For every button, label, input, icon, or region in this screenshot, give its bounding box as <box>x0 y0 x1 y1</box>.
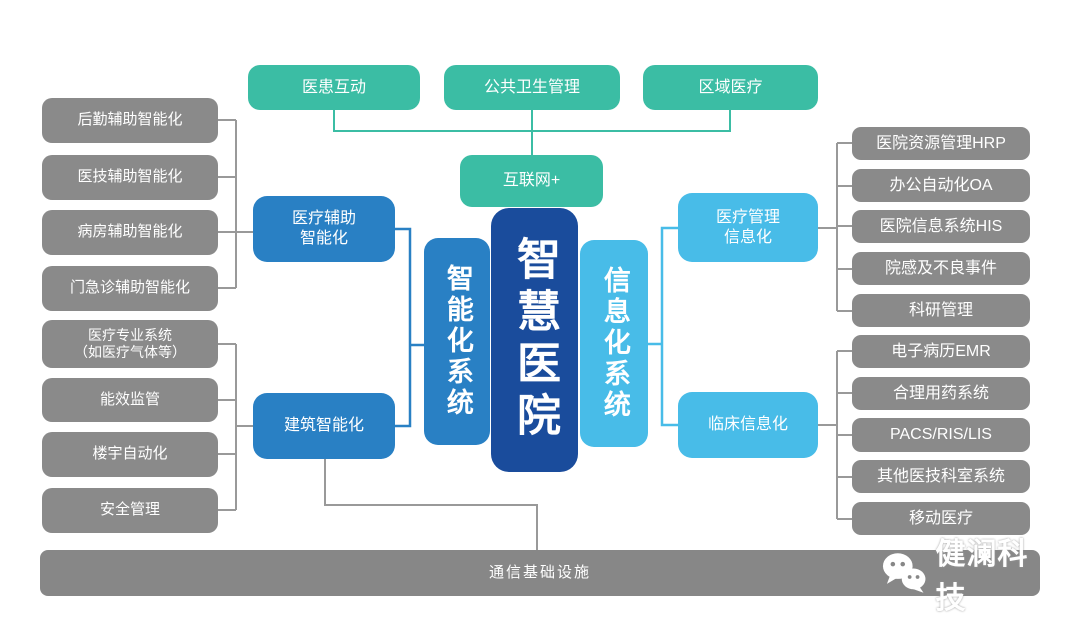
wechat-icon <box>882 553 926 593</box>
node-smart-hospital: 智慧医院 <box>491 208 578 472</box>
node-his: 医院信息系统HIS <box>852 210 1030 243</box>
node-emr: 电子病历EMR <box>852 335 1030 368</box>
node-other-medtech-systems: 其他医技科室系统 <box>852 460 1030 493</box>
node-mobile-healthcare: 移动医疗 <box>852 502 1030 535</box>
node-security-management: 安全管理 <box>42 488 218 533</box>
node-building-intelligence: 建筑智能化 <box>253 393 395 459</box>
node-oa: 办公自动化OA <box>852 169 1030 202</box>
node-public-health-management: 公共卫生管理 <box>444 65 620 110</box>
node-logistics-assist-intelligence: 后勤辅助智能化 <box>42 98 218 143</box>
node-energy-monitoring: 能效监管 <box>42 378 218 422</box>
node-medical-assist-intelligence: 医疗辅助 智能化 <box>253 196 395 262</box>
node-information-system: 信息化系统 <box>580 240 648 447</box>
node-clinical-informatization: 临床信息化 <box>678 392 818 458</box>
node-internet-plus: 互联网+ <box>460 155 603 207</box>
node-building-automation: 楼宇自动化 <box>42 432 218 477</box>
node-hrp: 医院资源管理HRP <box>852 127 1030 160</box>
node-medical-professional-systems: 医疗专业系统 （如医疗气体等） <box>42 320 218 368</box>
node-medtech-assist-intelligence: 医技辅助智能化 <box>42 155 218 200</box>
node-adverse-events: 院感及不良事件 <box>852 252 1030 285</box>
node-rational-drug-use: 合理用药系统 <box>852 377 1030 410</box>
node-doctor-patient-interaction: 医患互动 <box>248 65 420 110</box>
node-pacs-ris-lis: PACS/RIS/LIS <box>852 418 1030 452</box>
node-regional-healthcare: 区域医疗 <box>643 65 818 110</box>
node-ward-assist-intelligence: 病房辅助智能化 <box>42 210 218 255</box>
node-medical-management-informatization: 医疗管理 信息化 <box>678 193 818 262</box>
node-communication-infrastructure: 通信基础设施 <box>40 550 1040 596</box>
node-research-management: 科研管理 <box>852 294 1030 327</box>
brand-watermark: 健澜科技 <box>880 538 1058 615</box>
brand-name: 健澜科技 <box>935 538 1029 615</box>
node-outpatient-emergency-assist-intelligence: 门急诊辅助智能化 <box>42 266 218 311</box>
node-intelligent-system: 智能化系统 <box>424 238 490 445</box>
